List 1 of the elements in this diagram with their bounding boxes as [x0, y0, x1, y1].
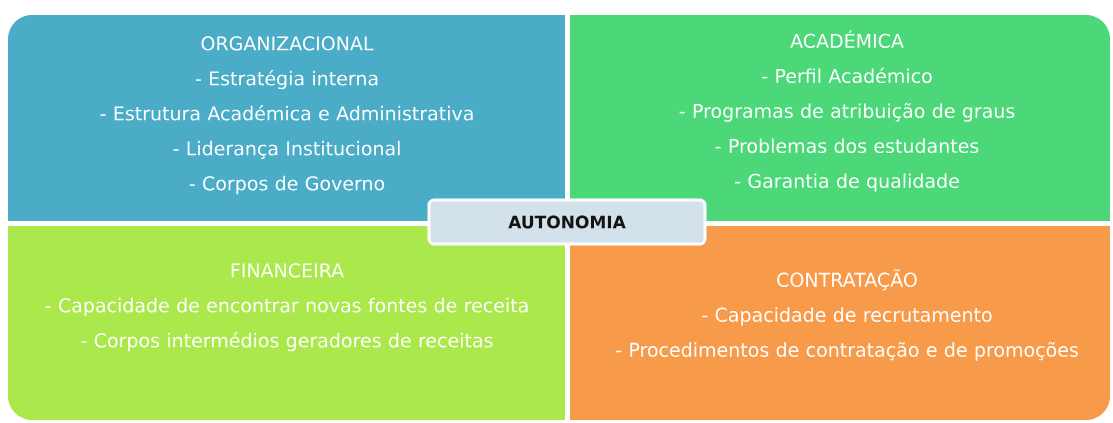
- center-label-box: AUTONOMIA: [427, 198, 707, 246]
